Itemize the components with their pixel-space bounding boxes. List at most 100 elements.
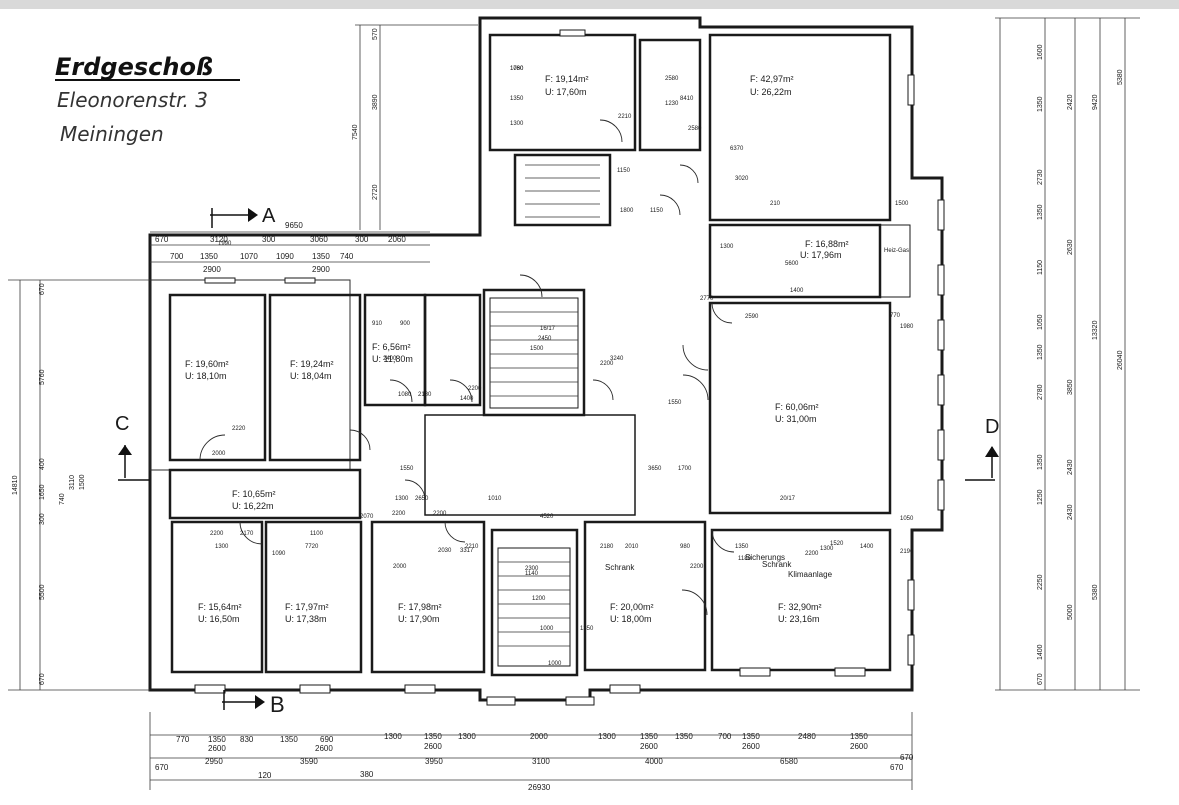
interior-dimension: 1550 [400, 466, 414, 472]
interior-dimension: 1180 [738, 556, 752, 562]
interior-dimension: 770 [890, 313, 901, 319]
svg-text:670: 670 [900, 753, 914, 762]
svg-text:6580: 6580 [780, 757, 798, 766]
svg-text:1350: 1350 [200, 252, 218, 261]
label-schrank-2: Schrank [762, 560, 792, 569]
interior-dimension: 2000 [212, 451, 226, 457]
interior-dimension: 2180 [600, 544, 614, 550]
svg-text:5500: 5500 [39, 584, 46, 600]
svg-text:670: 670 [155, 235, 169, 244]
interior-dimension: 1400 [460, 396, 474, 402]
label-heiz: Heiz-Gas [884, 248, 909, 254]
interior-dimension: 910 [372, 321, 383, 327]
room-8-area: F: 10,65m² [232, 489, 276, 499]
interior-dimension: 2220 [232, 426, 246, 432]
svg-text:D: D [985, 416, 999, 438]
room-2-area: F: 42,97m² [750, 74, 794, 84]
svg-text:1300: 1300 [458, 732, 476, 741]
svg-text:1150: 1150 [1037, 260, 1044, 275]
address-line: Eleonorenstr. 3 [57, 88, 208, 112]
interior-dimension: 2200 [468, 386, 482, 392]
svg-text:2420: 2420 [1067, 94, 1074, 110]
label-klimaanlage: Klimaanlage [788, 570, 833, 579]
room-13-perimeter: U: 23,16m [778, 614, 820, 624]
svg-text:2720: 2720 [372, 184, 379, 200]
svg-text:300: 300 [39, 513, 46, 525]
interior-dimension: 1200 [532, 596, 546, 602]
svg-text:13320: 13320 [1092, 320, 1099, 340]
interior-dimension: 980 [680, 544, 691, 550]
svg-text:2600: 2600 [424, 742, 442, 751]
svg-text:2250: 2250 [1037, 574, 1044, 590]
svg-text:3110: 3110 [69, 475, 76, 490]
label-schrank-1: Schrank [605, 563, 635, 572]
interior-dimension: 1100 [310, 531, 324, 537]
interior-dimension: 3317 [460, 548, 474, 554]
room-5-perimeter: U: 18,04m [290, 371, 332, 381]
svg-text:2060: 2060 [388, 235, 406, 244]
interior-dimension: 1400 [790, 288, 804, 294]
interior-dimension: 2200 [600, 361, 614, 367]
interior-dimension: 2770 [700, 296, 714, 302]
interior-dimension: 1150 [617, 168, 631, 174]
svg-text:400: 400 [39, 458, 46, 470]
interior-dimension: 20/17 [780, 496, 796, 502]
svg-text:670: 670 [155, 763, 169, 772]
city-line: Meiningen [60, 122, 164, 146]
svg-text:1500: 1500 [79, 474, 86, 490]
interior-dimension: 1030 [510, 66, 524, 72]
door-swings [199, 119, 735, 616]
interior-dimension: 2200 [805, 551, 819, 557]
svg-text:1070: 1070 [240, 252, 258, 261]
room-7-perimeter: U: 31,00m [775, 414, 817, 424]
svg-text:770: 770 [176, 735, 190, 744]
svg-text:3060: 3060 [310, 235, 328, 244]
room-3-area: F: 16,88m² [805, 239, 849, 249]
interior-dimension: 1500 [530, 346, 544, 352]
room-11-perimeter: U: 17,90m [398, 614, 440, 624]
interior-dimension: 1760 [510, 66, 524, 72]
svg-text:830: 830 [240, 735, 254, 744]
interior-dimension: 8410 [680, 96, 694, 102]
svg-text:2000: 2000 [530, 732, 548, 741]
svg-text:2600: 2600 [315, 744, 333, 753]
room-6-perimeter: U: 11,80m [372, 354, 413, 364]
svg-text:1090: 1090 [276, 252, 294, 261]
svg-text:1350: 1350 [280, 735, 298, 744]
room-6-area: F: 6,56m² [372, 342, 411, 352]
svg-text:1350: 1350 [208, 735, 226, 744]
interior-dimension: 1140 [525, 571, 539, 577]
interior-dimension: 2200 [210, 531, 224, 537]
interior-dimension: 1300 [720, 244, 734, 250]
svg-text:2600: 2600 [850, 742, 868, 751]
room-9-perimeter: U: 16,50m [198, 614, 240, 624]
svg-text:1350: 1350 [850, 732, 868, 741]
interior-dimension: 2200 [392, 511, 406, 517]
svg-text:570: 570 [372, 28, 379, 40]
room-9-area: F: 15,64m² [198, 602, 242, 612]
svg-text:1350: 1350 [1037, 96, 1044, 112]
svg-text:5000: 5000 [1067, 604, 1074, 620]
svg-text:1350: 1350 [742, 732, 760, 741]
interior-dimension: 2170 [240, 531, 254, 537]
label-sicherung: Sicherungs [745, 553, 785, 562]
room-5-area: F: 19,24m² [290, 359, 334, 369]
interior-dimension: 1090 [272, 551, 286, 557]
interior-walls [168, 33, 911, 677]
room-10-area: F: 17,97m² [285, 602, 329, 612]
svg-text:A: A [262, 205, 276, 227]
interior-dimension: 2210 [465, 544, 479, 550]
svg-text:700: 700 [718, 732, 732, 741]
svg-text:120: 120 [258, 771, 272, 780]
svg-text:1300: 1300 [384, 732, 402, 741]
svg-text:300: 300 [355, 235, 369, 244]
dims-top-text: 9650 670 3120 300 3060 300 2060 700 1350… [155, 221, 406, 274]
svg-text:3120: 3120 [210, 235, 228, 244]
interior-dimension: 2450 [538, 336, 552, 342]
svg-text:1350: 1350 [312, 252, 330, 261]
svg-text:4000: 4000 [645, 757, 663, 766]
svg-text:3590: 3590 [300, 757, 318, 766]
interior-dimension: 1230 [665, 101, 679, 107]
